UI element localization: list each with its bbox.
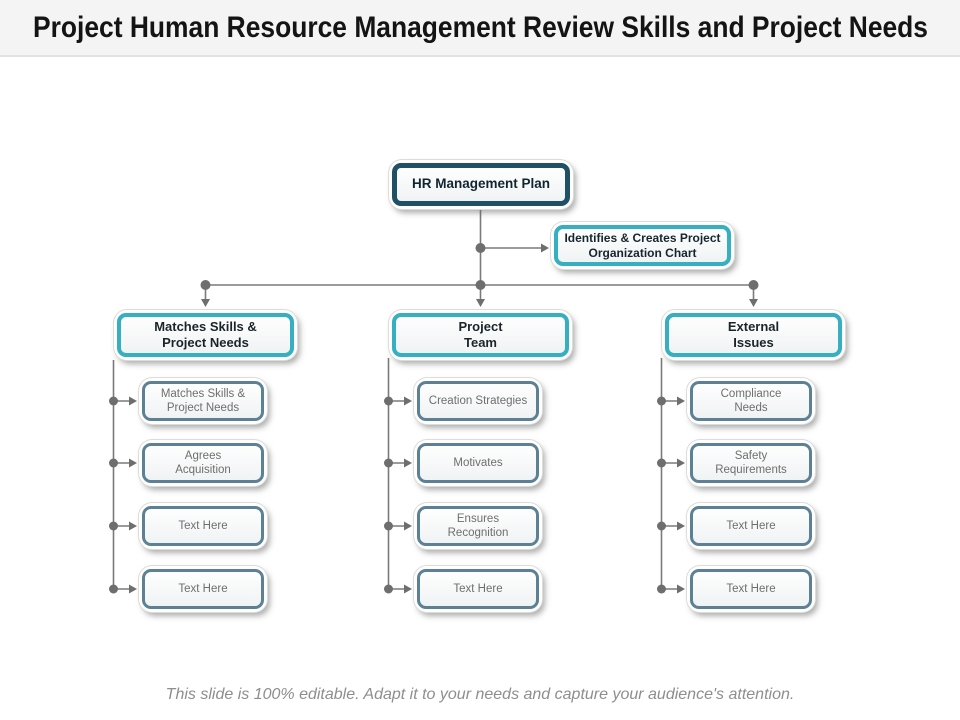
column-header-project-team[interactable]: Project Team bbox=[389, 310, 572, 360]
side-note-node[interactable]: Identifies & Creates Project Organizatio… bbox=[551, 222, 734, 269]
column-header-matches-skills[interactable]: Matches Skills & Project Needs bbox=[114, 310, 297, 360]
child-node-label: Text Here bbox=[417, 569, 539, 609]
page-title: Project Human Resource Management Review… bbox=[32, 10, 928, 44]
child-node-label: Text Here bbox=[142, 569, 264, 609]
child-node-label: Text Here bbox=[142, 506, 264, 546]
col2-child-1[interactable]: Creation Strategies bbox=[414, 378, 542, 424]
child-node-label: Motivates bbox=[417, 443, 539, 483]
col3-child-3[interactable]: Text Here bbox=[687, 503, 815, 549]
column-header-label: Project Team bbox=[392, 313, 569, 357]
child-node-label: Compliance Needs bbox=[690, 381, 812, 421]
col2-child-4[interactable]: Text Here bbox=[414, 566, 542, 612]
col3-child-2[interactable]: Safety Requirements bbox=[687, 440, 815, 486]
column-header-external-issues[interactable]: External Issues bbox=[662, 310, 845, 360]
col3-child-4[interactable]: Text Here bbox=[687, 566, 815, 612]
root-node-hr-management-plan[interactable]: HR Management Plan bbox=[389, 160, 573, 209]
title-bar: Project Human Resource Management Review… bbox=[0, 0, 960, 57]
child-node-label: Text Here bbox=[690, 506, 812, 546]
child-node-label: Safety Requirements bbox=[690, 443, 812, 483]
col1-child-1[interactable]: Matches Skills & Project Needs bbox=[139, 378, 267, 424]
side-note-label: Identifies & Creates Project Organizatio… bbox=[554, 225, 731, 266]
col2-child-3[interactable]: Ensures Recognition bbox=[414, 503, 542, 549]
col2-child-2[interactable]: Motivates bbox=[414, 440, 542, 486]
root-node-label: HR Management Plan bbox=[392, 163, 570, 206]
col1-child-4[interactable]: Text Here bbox=[139, 566, 267, 612]
col3-child-1[interactable]: Compliance Needs bbox=[687, 378, 815, 424]
child-node-label: Matches Skills & Project Needs bbox=[142, 381, 264, 421]
child-node-label: Agrees Acquisition bbox=[142, 443, 264, 483]
col1-child-3[interactable]: Text Here bbox=[139, 503, 267, 549]
child-node-label: Ensures Recognition bbox=[417, 506, 539, 546]
col1-child-2[interactable]: Agrees Acquisition bbox=[139, 440, 267, 486]
column-header-label: External Issues bbox=[665, 313, 842, 357]
child-node-label: Creation Strategies bbox=[417, 381, 539, 421]
footer-note: This slide is 100% editable. Adapt it to… bbox=[165, 686, 795, 703]
child-node-label: Text Here bbox=[690, 569, 812, 609]
column-header-label: Matches Skills & Project Needs bbox=[117, 313, 294, 357]
